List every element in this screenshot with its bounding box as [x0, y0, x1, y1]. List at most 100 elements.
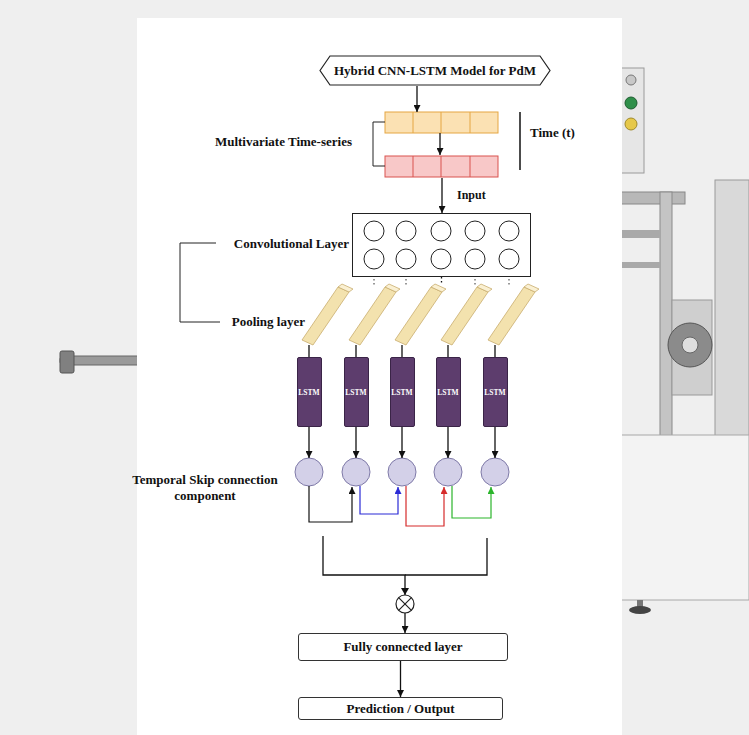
connector — [447, 427, 448, 458]
skip-circles — [295, 458, 509, 486]
pooling-prism — [441, 287, 488, 345]
time-series-cell — [413, 156, 470, 177]
skip-link — [309, 486, 352, 522]
machine-illustration — [600, 68, 749, 614]
time-series-row — [385, 156, 498, 177]
node-label: LSTM — [345, 388, 366, 397]
row-arrow — [439, 133, 440, 155]
merge-bracket — [405, 538, 487, 575]
skip-links — [309, 486, 491, 526]
machine-button — [625, 118, 637, 130]
skip-unit — [342, 458, 370, 486]
hexagon-outline — [320, 56, 550, 85]
skip-connection-component: Temporal Skip connection component — [294, 458, 510, 536]
connector — [400, 661, 401, 697]
skip-link — [406, 486, 444, 526]
time-series-bands — [373, 112, 520, 177]
edge-label: Input — [457, 188, 486, 203]
conv-unit — [465, 249, 485, 269]
lstm-cell: LSTM — [390, 357, 415, 427]
machine-button — [626, 75, 636, 85]
pooling-prism — [302, 287, 349, 345]
conv-unit — [396, 221, 416, 241]
connector — [441, 178, 442, 213]
connector — [323, 536, 405, 633]
layer-label: Pooling layer — [232, 314, 305, 330]
node-label: Prediction / Output — [346, 701, 454, 717]
metal-block — [60, 351, 74, 373]
skip-unit — [481, 458, 509, 486]
node-label: LSTM — [298, 388, 319, 397]
spool-roller — [668, 323, 712, 367]
conv-unit — [364, 249, 384, 269]
node-label: LSTM — [437, 388, 458, 397]
machine-foot — [629, 606, 651, 614]
node-label: LSTM — [484, 388, 505, 397]
multiply-symbol — [396, 595, 414, 613]
lstm-cell: LSTM — [436, 357, 461, 427]
pooling-prism — [385, 284, 400, 292]
machine-button — [625, 97, 637, 109]
node-label: LSTM — [391, 388, 412, 397]
output-box: Prediction / Output — [298, 697, 503, 720]
lstm-cell: LSTM — [483, 357, 508, 427]
conv-unit — [431, 249, 451, 269]
convolution-units — [364, 221, 519, 269]
conv-unit — [499, 249, 519, 269]
connectors — [309, 86, 495, 697]
arrow-head — [401, 588, 409, 595]
pooling-prism — [477, 284, 492, 292]
multiply-symbol — [399, 598, 412, 611]
pooling-prisms — [302, 284, 539, 345]
connector — [447, 345, 448, 357]
node-label: Hybrid CNN-LSTM Model for PdM — [334, 63, 536, 79]
lstm-cell: LSTM — [344, 357, 369, 427]
skip-link — [452, 486, 491, 518]
skip-link — [360, 486, 398, 514]
connector — [308, 345, 309, 357]
lstm-cell: LSTM — [297, 357, 322, 427]
conv-unit — [499, 221, 519, 241]
connector — [355, 345, 356, 357]
time-axis — [519, 112, 521, 170]
machine-cabinet — [600, 435, 749, 600]
pooling-prism — [524, 284, 539, 292]
skip-unit — [295, 458, 323, 486]
connector — [416, 86, 417, 112]
connector — [494, 345, 495, 357]
spool-hub — [682, 337, 698, 353]
pooling-layer: Pooling layer — [300, 285, 536, 345]
layer-label: Multivariate Time-series — [215, 134, 352, 150]
conv-unit — [431, 221, 451, 241]
process-box: Fully connected layer — [298, 633, 508, 661]
pooling-prism — [349, 287, 396, 345]
connector — [401, 345, 402, 357]
bracket — [180, 243, 220, 322]
layer-label: Convolutional Layer — [234, 236, 349, 252]
conv-unit — [465, 221, 485, 241]
pooling-prism — [338, 284, 353, 292]
white-panel — [137, 18, 622, 735]
time-series-cell — [413, 112, 470, 133]
convolutional-layer: Convolutional Layer — [352, 213, 531, 277]
conv-unit — [396, 249, 416, 269]
machine-column — [715, 180, 749, 440]
bracket — [373, 122, 385, 166]
pooling-prism — [431, 284, 446, 292]
node-label: Fully connected layer — [343, 639, 462, 655]
time-series-row — [385, 112, 498, 133]
conv-unit — [364, 221, 384, 241]
pooling-prism — [488, 287, 535, 345]
skip-unit — [434, 458, 462, 486]
skip-unit — [388, 458, 416, 486]
time-series-input: Multivariate Time-series — [385, 112, 499, 178]
layer-label: Temporal Skip connection component — [120, 472, 290, 505]
connector — [355, 427, 356, 458]
model-hexagon: Hybrid CNN-LSTM Model for PdM — [319, 55, 551, 86]
